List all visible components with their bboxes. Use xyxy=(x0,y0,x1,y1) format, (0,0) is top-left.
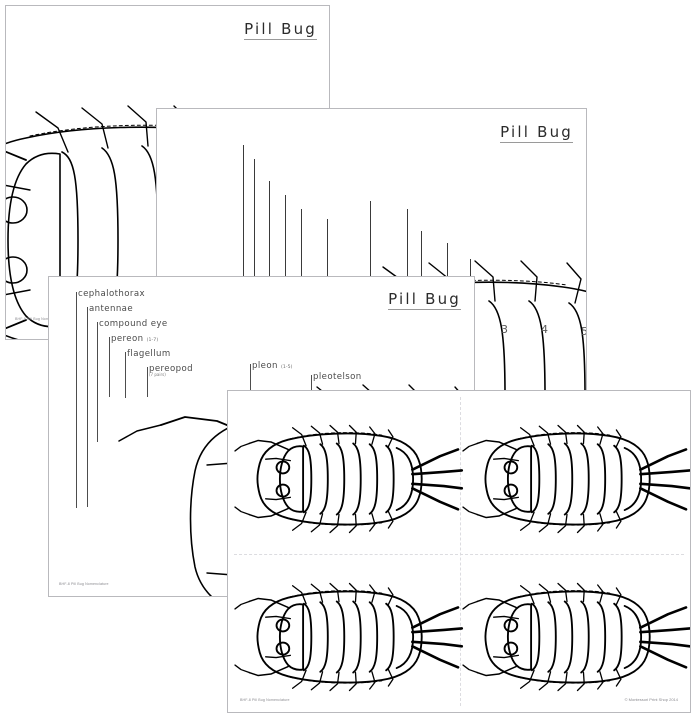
card-3-footer: BHF-8 Pill Bug Nomenclature xyxy=(59,582,109,586)
card-3-title: Pill Bug xyxy=(388,290,461,310)
pill-bug-tile-4 xyxy=(460,563,690,711)
leader-pereopod xyxy=(147,367,148,397)
segment-number: 5 xyxy=(581,325,587,338)
leader-tick-3 xyxy=(269,181,270,337)
cut-divider-vertical xyxy=(460,397,461,706)
card-1-footer: BHF-8 Pill Bug Nomenclature xyxy=(15,317,65,321)
label-antennae: antennae xyxy=(89,304,134,314)
leader-pleotelson xyxy=(311,375,312,391)
leader-tick-2 xyxy=(254,159,255,331)
segment-number: 3 xyxy=(501,323,508,336)
cut-divider-horizontal xyxy=(234,554,684,555)
label-pleotelson: pleotelson xyxy=(313,372,362,382)
segment-number: 4 xyxy=(541,323,548,336)
leader-antennae xyxy=(87,307,88,507)
label-pereopod: pereopod (7 pairs) xyxy=(149,364,193,377)
pill-bug-tile-1 xyxy=(232,405,464,553)
card-1-title: Pill Bug xyxy=(244,20,317,40)
label-pleon: pleon (1-5) xyxy=(252,361,293,371)
label-flagellum: flagellum xyxy=(127,349,171,359)
label-compound-eye: compound eye xyxy=(99,319,168,329)
leader-compound-eye xyxy=(97,322,98,442)
leader-cephalothorax xyxy=(76,292,77,508)
card-2-title: Pill Bug xyxy=(500,123,573,143)
label-cephalothorax: cephalothorax xyxy=(78,289,145,299)
leader-tick-4 xyxy=(285,195,286,341)
pill-bug-tile-3 xyxy=(232,563,464,711)
leader-flagellum xyxy=(125,352,126,398)
leader-pereon xyxy=(109,337,110,397)
pill-bug-tile-2 xyxy=(460,405,690,553)
leader-tick-1 xyxy=(243,145,244,325)
leader-pleon xyxy=(250,364,251,390)
card-4-footer: BHF-8 Pill Bug Nomenclature xyxy=(240,698,290,702)
card-4-copyright: © Montessori Print Shop 2014 xyxy=(624,697,678,702)
card-4-cutout-sheet[interactable]: BHF-8 Pill Bug Nomenclature © Montessori… xyxy=(227,390,691,713)
label-pereon: pereon (1-7) xyxy=(111,334,159,344)
